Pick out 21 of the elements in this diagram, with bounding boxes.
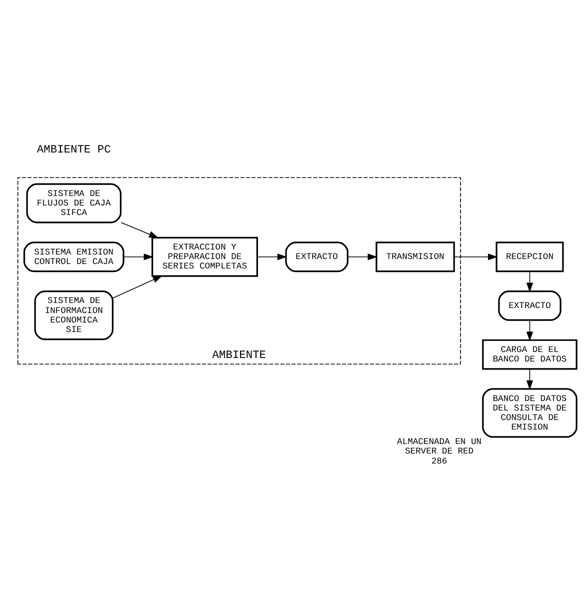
arrow — [526, 368, 534, 390]
node-box: SISTEMA EMISION CONTROL DE CAJA — [23, 242, 124, 272]
node-box: RECEPCION — [496, 242, 564, 272]
node-label: ALMACENADA EN UN SERVER DE RED 286 — [397, 437, 482, 466]
label: AMBIENTE PC — [36, 144, 111, 157]
arrow — [120, 222, 159, 238]
node-box: SISTEMA DE INFORMACION ECONOMICA SIE — [34, 290, 114, 340]
arrow — [526, 320, 534, 342]
node-box: TRANSMISION — [376, 242, 455, 272]
node-box: BANCO DE DATOS DEL SISTEMA DE CONSULTA DE EMISION — [482, 388, 578, 438]
arrow — [112, 276, 162, 298]
node-box: CARGA DE EL BANCO DE DATOS — [482, 339, 578, 370]
node-box: EXTRACCION Y PREPARACION DE SERIES COMPLETAS — [152, 236, 258, 277]
arrow — [454, 254, 498, 260]
node-box: EXTRACTO — [285, 242, 348, 272]
arrow — [256, 254, 287, 260]
node-box: SISTEMA DE FLUJOS DE CAJA SIFCA — [26, 183, 122, 224]
arrow — [347, 254, 378, 260]
arrow — [526, 270, 534, 292]
arrow — [123, 254, 154, 260]
node-box: EXTRACTO — [498, 290, 562, 321]
